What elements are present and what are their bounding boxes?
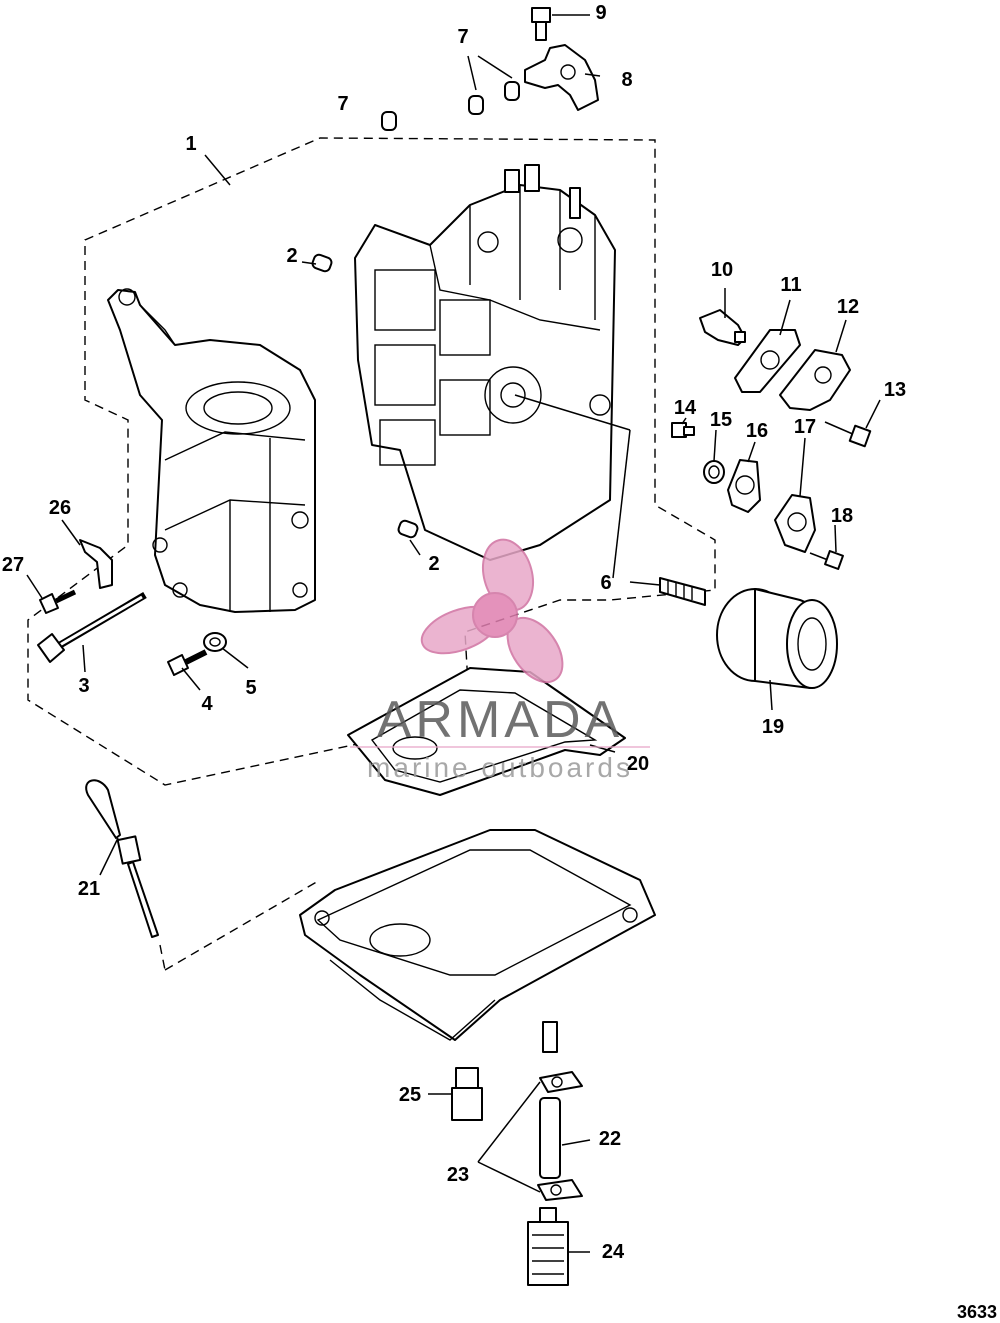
callout-18: 18 [831, 505, 853, 527]
leader-lines [26, 14, 881, 1253]
gasket-16 [727, 459, 761, 513]
pan-guide [164, 879, 321, 971]
callout-11: 11 [780, 274, 801, 296]
long-bolt-3 [37, 591, 147, 663]
dowel-pin-7b [468, 95, 484, 115]
strainer-24 [527, 1207, 569, 1286]
callout-24: 24 [602, 1241, 625, 1263]
callout-16: 16 [746, 420, 768, 442]
spring-6 [659, 577, 706, 606]
callout-7b: 7 [457, 26, 468, 48]
callout-19: 19 [762, 716, 784, 738]
thermostat-cover-12 [779, 349, 851, 411]
bolt-9 [531, 7, 551, 41]
bolt-14 [671, 422, 695, 438]
sensor-10 [699, 309, 746, 346]
callout-15: 15 [710, 409, 732, 431]
dowel-pin-7a [381, 111, 397, 131]
bolt-13 [824, 421, 872, 448]
bolt-27 [39, 589, 77, 614]
callout-2b: 2 [428, 553, 439, 575]
dipstick-guide [159, 944, 166, 971]
watermark-tagline: marine outboards [367, 752, 633, 783]
fitting-25 [451, 1067, 483, 1121]
dowel-pin-7c [504, 81, 520, 101]
oil-pan [299, 829, 656, 1041]
cylinder-block [354, 164, 616, 561]
callout-23: 23 [447, 1164, 469, 1186]
crankcase-cover [107, 288, 316, 613]
bracket-8 [524, 44, 599, 111]
gasket-20 [347, 667, 626, 796]
callout-7a: 7 [337, 93, 348, 115]
callout-21: 21 [78, 878, 100, 900]
callout-labels: 1 2 2 3 4 5 6 7 7 8 9 10 11 12 13 14 15 … [2, 2, 906, 1263]
callout-1: 1 [185, 133, 196, 155]
oil-filter-19 [716, 588, 838, 689]
callout-8: 8 [621, 69, 632, 91]
dipstick-21 [85, 779, 159, 938]
hose-22 [539, 1097, 561, 1179]
callout-14: 14 [674, 397, 697, 419]
callout-3: 3 [78, 675, 89, 697]
bolt-4 [167, 649, 208, 676]
clamp-26 [79, 539, 113, 589]
callout-17: 17 [794, 416, 816, 438]
callout-6: 6 [600, 572, 611, 594]
dowel-pin-2b [397, 519, 419, 539]
clamp-23b [537, 1179, 583, 1201]
propeller-icon [420, 538, 564, 684]
housing-17 [774, 494, 816, 553]
callout-26: 26 [49, 497, 71, 519]
callout-10: 10 [711, 259, 733, 281]
callout-20: 20 [627, 753, 649, 775]
clamp-23a [539, 1071, 583, 1093]
pickup-fitting [542, 1021, 558, 1053]
gasket-11 [734, 329, 801, 393]
callout-9: 9 [595, 2, 606, 24]
callout-5: 5 [245, 677, 256, 699]
callout-25: 25 [399, 1084, 421, 1106]
callout-13: 13 [884, 379, 906, 401]
callout-12: 12 [837, 296, 859, 318]
dowel-pin-2a [311, 253, 333, 273]
washer-5 [203, 632, 227, 652]
callout-22: 22 [599, 1128, 621, 1150]
watermark-logo: ARMADA marine outboards [350, 538, 650, 783]
callout-27: 27 [2, 554, 24, 576]
seal-15 [703, 460, 725, 484]
figure-number: 3633 [957, 1302, 997, 1322]
callout-4: 4 [201, 693, 213, 715]
watermark-brand: ARMADA [377, 691, 623, 749]
bolt-18 [809, 550, 844, 570]
callout-2a: 2 [286, 245, 297, 267]
